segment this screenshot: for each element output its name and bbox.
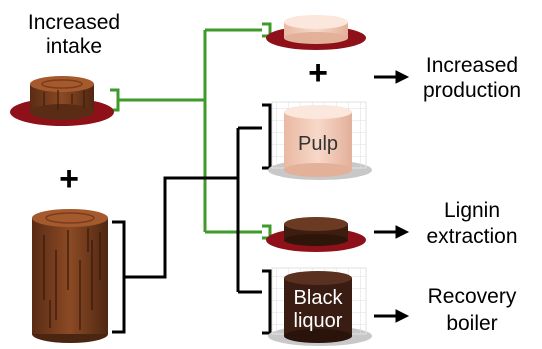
intake-label-line1: Increased bbox=[28, 11, 120, 34]
production-label-line1: Increased bbox=[426, 54, 518, 77]
plus-sign-left: + bbox=[59, 160, 79, 198]
black-liquor-label-line2: liquor bbox=[294, 310, 343, 332]
plus-sign-right: + bbox=[308, 54, 328, 92]
intake-label-line2: intake bbox=[46, 35, 102, 58]
black-liquor-label-line1: Black bbox=[294, 287, 344, 309]
black-connector bbox=[112, 103, 272, 335]
recovery-label-line2: boiler bbox=[446, 312, 497, 335]
lignin-disc-icon bbox=[266, 217, 366, 252]
recovery-label-line1: Recovery bbox=[428, 285, 517, 308]
log-icon bbox=[32, 209, 108, 343]
pulp-cylinder-icon bbox=[268, 101, 372, 180]
intake-stump-icon bbox=[10, 76, 114, 126]
black-liquor-cylinder-icon bbox=[268, 267, 372, 346]
pulp-disc-icon bbox=[266, 15, 366, 50]
lignin-label-line2: extraction bbox=[426, 225, 517, 248]
green-connector bbox=[110, 22, 272, 240]
pulp-label: Pulp bbox=[298, 133, 338, 155]
lignin-label-line1: Lignin bbox=[444, 199, 500, 222]
production-label-line2: production bbox=[423, 79, 521, 102]
arrow-icon bbox=[374, 70, 410, 323]
